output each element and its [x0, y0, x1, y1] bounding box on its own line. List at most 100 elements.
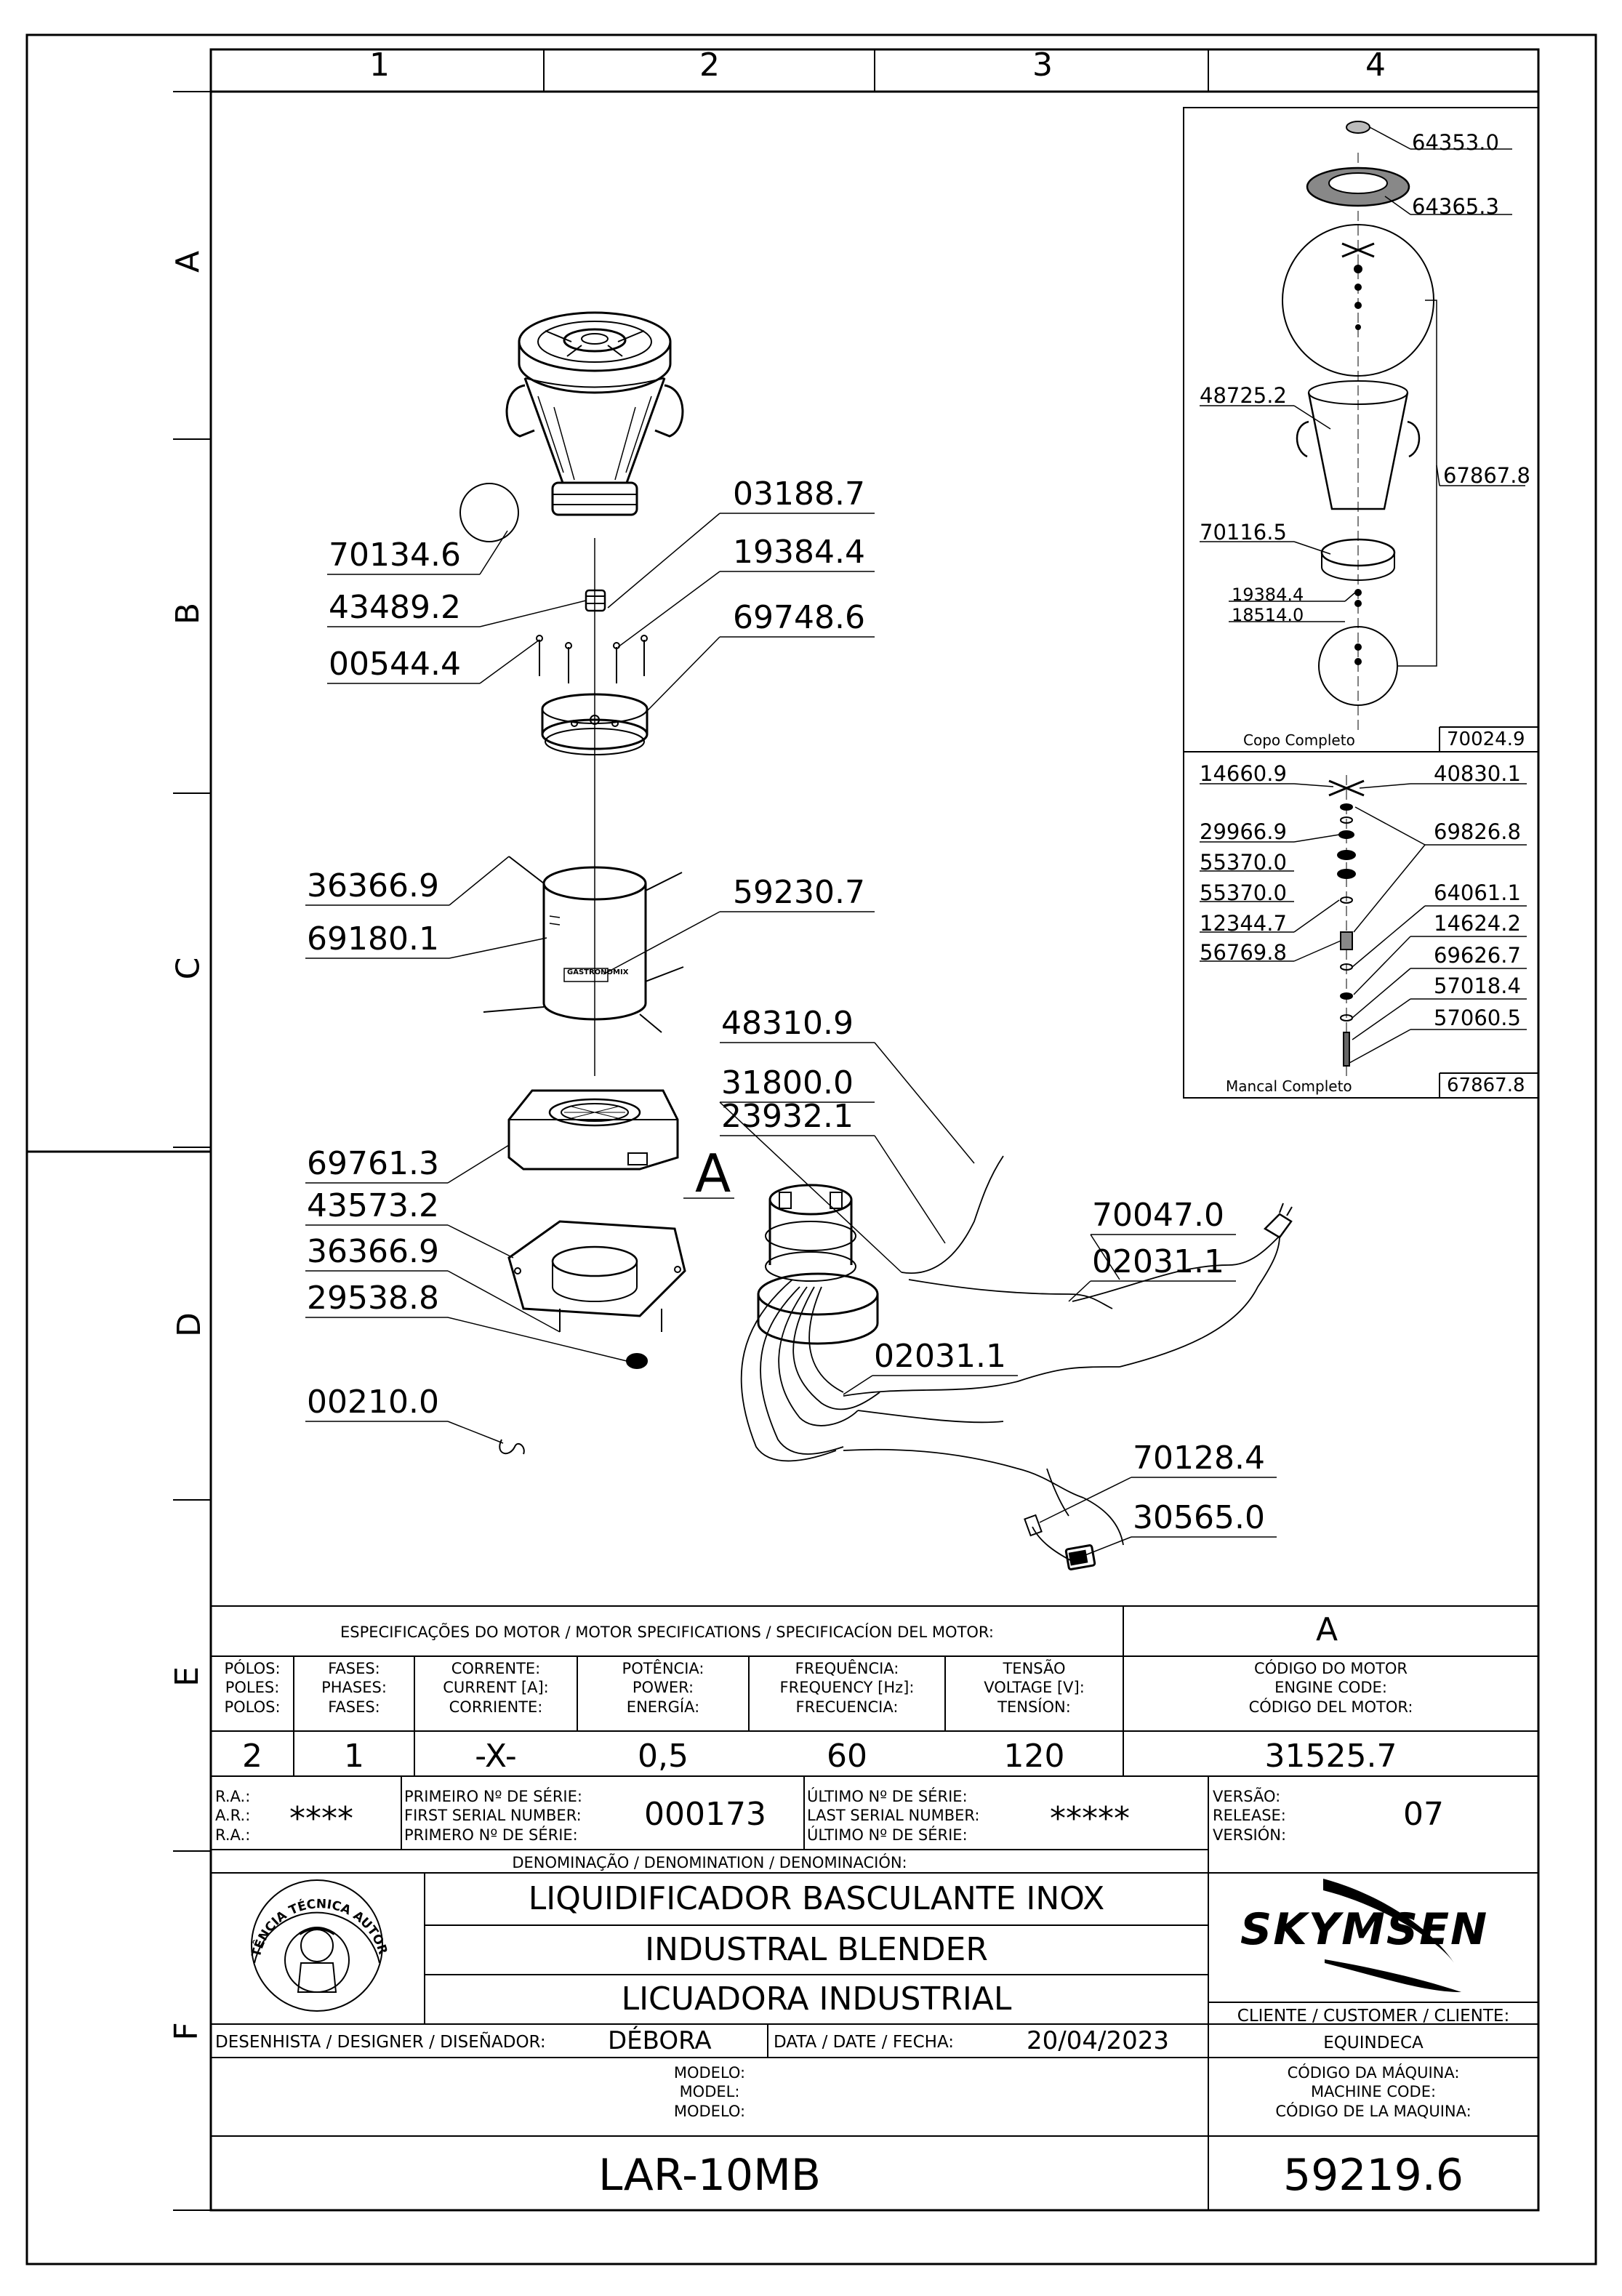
- version-value: 07: [1403, 1796, 1444, 1833]
- last-serial-value: *****: [1050, 1800, 1130, 1837]
- detail-caption: Copo Completo: [1243, 731, 1355, 749]
- part-label: 69748.6: [733, 599, 865, 636]
- first-serial-value: 000173: [644, 1796, 766, 1833]
- coupling-part: [585, 589, 606, 612]
- part-label: 43489.2: [329, 589, 461, 626]
- view-a-label: A: [695, 1143, 731, 1204]
- outer-border: [25, 33, 1597, 2265]
- title-block-grid: [211, 1605, 1538, 2210]
- jar-volume-circle: [459, 483, 519, 542]
- denomination-en: INDUSTRAL BLENDER: [645, 1931, 988, 1968]
- jar-part: [505, 377, 684, 516]
- model-header: MODELO:MODEL:MODELO:: [673, 2064, 746, 2120]
- part-label: 70047.0: [1092, 1197, 1224, 1234]
- voltage-value: 120: [1003, 1738, 1065, 1775]
- row-label: D: [170, 1312, 208, 1337]
- part-label: 48725.2: [1200, 383, 1287, 408]
- power-plug: [1263, 1203, 1293, 1239]
- part-label: 55370.0: [1200, 880, 1287, 905]
- column-label: 2: [699, 47, 720, 84]
- part-label: 14624.2: [1434, 911, 1521, 936]
- part-label: 29538.8: [307, 1280, 439, 1317]
- part-label: 19384.4: [1232, 585, 1304, 605]
- part-label: 43573.2: [307, 1187, 439, 1224]
- part-label: 14660.9: [1200, 761, 1287, 786]
- motor-mount-part: [507, 1220, 686, 1332]
- model-value: LAR-10MB: [598, 2150, 822, 2201]
- switch-part: [1024, 1514, 1096, 1570]
- row-label: E: [168, 1666, 206, 1687]
- part-label: 57018.4: [1434, 974, 1521, 998]
- spring-clip: [499, 1439, 525, 1455]
- mancal-leaders: [1200, 783, 1527, 1064]
- version-header: VERSÃO:RELEASE:VERSIÓN:: [1213, 1788, 1287, 1844]
- flange-part: [541, 693, 649, 755]
- part-label: 70116.5: [1200, 520, 1287, 545]
- copo-leaders: [1200, 127, 1525, 622]
- part-label: 64365.3: [1412, 194, 1499, 219]
- denomination-es: LICUADORA INDUSTRIAL: [621, 1980, 1012, 2018]
- part-label: 69180.1: [307, 920, 439, 958]
- part-label: 67867.8: [1443, 463, 1530, 488]
- screws: [536, 635, 648, 683]
- denomination-header: DENOMINAÇÃO / DENOMINATION / DENOMINACIÓ…: [512, 1854, 907, 1871]
- client-header: CLIENTE / CUSTOMER / CLIENTE:: [1237, 2007, 1510, 2026]
- part-label: 02031.1: [1092, 1243, 1224, 1280]
- client-value: EQUINDECA: [1323, 2034, 1424, 2052]
- current-header: CORRENTE:CURRENT [A]:CORRIENTE:: [443, 1660, 549, 1716]
- ra-value: ****: [289, 1800, 353, 1837]
- part-label: 02031.1: [874, 1338, 1006, 1375]
- motor-part: [757, 1184, 879, 1345]
- part-label: 64353.0: [1412, 130, 1499, 155]
- ra-header: R.A.:A.R.:R.A.:: [215, 1788, 251, 1844]
- part-label: 00210.0: [307, 1384, 439, 1421]
- date-value: 20/04/2023: [1027, 2026, 1169, 2055]
- part-label: 36366.9: [307, 1233, 439, 1270]
- svg-text:ASSISTÊNCIA TÉCNICA AUTORIZADA: ASSISTÊNCIA TÉCNICA AUTORIZADA: [247, 1876, 390, 1959]
- phases-value: 1: [344, 1738, 364, 1775]
- power-header: POTÊNCIA:POWER:ENERGÍA:: [622, 1660, 704, 1716]
- part-label: 31800.0: [721, 1064, 854, 1101]
- part-label: 64061.1: [1434, 880, 1521, 905]
- service-stamp: [251, 1879, 383, 2012]
- part-label: 40830.1: [1434, 761, 1521, 786]
- part-label: 30565.0: [1133, 1499, 1265, 1536]
- part-label: 55370.0: [1200, 850, 1287, 875]
- part-label: 03188.7: [733, 475, 865, 513]
- last-serial-header: ÚLTIMO Nº DE SÉRIE:LAST SERIAL NUMBER:ÚL…: [807, 1788, 980, 1844]
- engine-code-value: 31525.7: [1264, 1738, 1397, 1775]
- designer-value: DÉBORA: [608, 2026, 712, 2055]
- part-label: 23932.1: [721, 1098, 854, 1135]
- motor-view-letter: A: [1315, 1611, 1338, 1648]
- machine-code-value: 59219.6: [1282, 2150, 1464, 2201]
- row-label: B: [169, 602, 207, 625]
- part-label: 70134.6: [329, 537, 461, 574]
- poles-header: PÓLOS:POLES:POLOS:: [224, 1660, 281, 1716]
- lid-part: [518, 311, 672, 394]
- phases-header: FASES:PHASES:FASES:: [321, 1660, 387, 1716]
- rubber-foot: [626, 1353, 648, 1369]
- part-label: 70128.4: [1133, 1440, 1265, 1477]
- part-label: 69626.7: [1434, 943, 1521, 968]
- motor-spec-heading: ESPECIFICAÇÕES DO MOTOR / MOTOR SPECIFIC…: [340, 1623, 994, 1641]
- frequency-header: FREQUÊNCIA:FREQUENCY [Hz]:FRECUENCIA:: [779, 1660, 915, 1716]
- detail-code: 67867.8: [1447, 1075, 1525, 1096]
- detail-caption: Mancal Completo: [1226, 1077, 1352, 1095]
- column-label: 1: [369, 47, 390, 84]
- brand-name: SKYMSEN: [1240, 1904, 1489, 1955]
- poles-value: 2: [242, 1738, 262, 1775]
- motor-cover-part: [483, 856, 684, 1033]
- part-label: 59230.7: [733, 874, 865, 911]
- leader-lines: [305, 513, 1277, 1557]
- part-label: 29966.9: [1200, 819, 1287, 844]
- service-stamp-text: ASSISTÊNCIA TÉCNICA AUTORIZADA: [247, 1876, 390, 1959]
- part-label: 48310.9: [721, 1005, 854, 1042]
- row-label: C: [169, 957, 207, 980]
- first-serial-header: PRIMEIRO Nº DE SÉRIE:FIRST SERIAL NUMBER…: [404, 1788, 582, 1844]
- detail-frame: [1183, 107, 1539, 1099]
- machine-code-header: CÓDIGO DA MÁQUINA:MACHINE CODE:CÓDIGO DE…: [1275, 2064, 1472, 2120]
